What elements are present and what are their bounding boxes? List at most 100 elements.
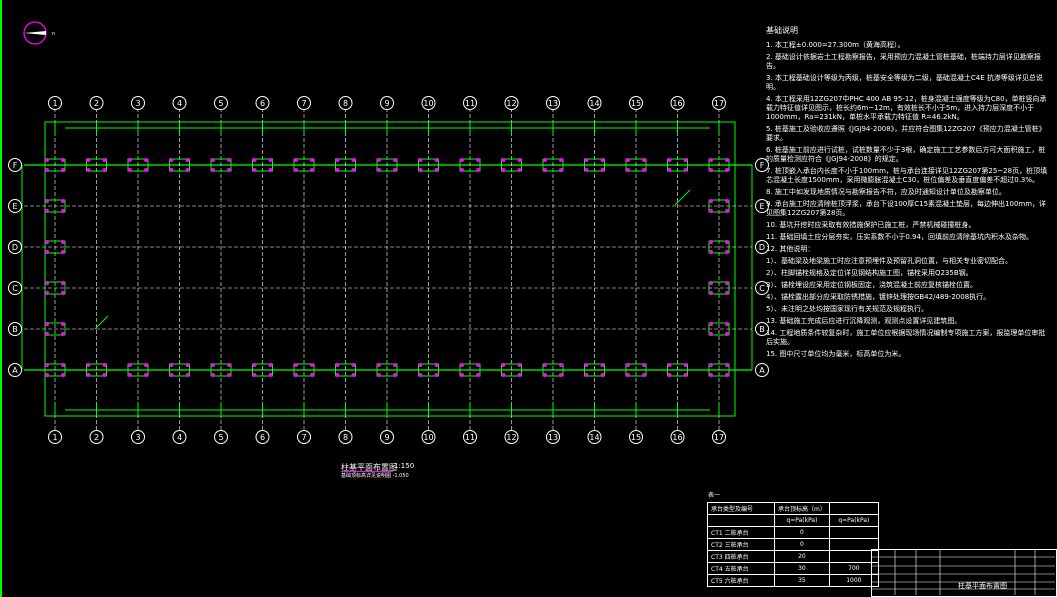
axis-bubble xyxy=(463,430,477,444)
pile-cap xyxy=(293,158,315,172)
plan-subtitle: 基础顶标高详见说明图 -1.050 xyxy=(341,473,409,479)
pile-mark xyxy=(268,158,273,162)
pile-mark xyxy=(294,363,298,367)
pile-mark xyxy=(543,363,547,367)
pile-cap xyxy=(584,363,605,377)
pile-mark xyxy=(709,158,713,162)
table-cell: CT2 三桩承台 xyxy=(707,538,775,551)
axis-bubble xyxy=(89,96,104,110)
axis-bubble xyxy=(380,96,394,110)
pile-mark xyxy=(709,199,713,203)
pile-mark xyxy=(377,363,381,367)
axis-label: 4 xyxy=(177,99,182,108)
axis-bubble xyxy=(755,322,769,336)
pile-mark xyxy=(543,373,547,377)
pile-mark xyxy=(61,373,65,377)
pile-mark xyxy=(185,158,190,162)
pile-mark xyxy=(227,158,231,162)
pile-mark xyxy=(351,158,356,162)
plan-scale: 1:150 xyxy=(394,462,415,470)
pile-mark xyxy=(45,168,49,172)
leader-line xyxy=(674,189,691,206)
pile-mark xyxy=(45,281,49,285)
axis-bubble xyxy=(629,430,643,444)
pile-mark xyxy=(61,291,65,295)
axis-bubble xyxy=(587,430,602,444)
pile-cap xyxy=(293,363,315,377)
pile-mark xyxy=(294,373,298,377)
pile-cap xyxy=(708,199,730,213)
table-cell: 0 xyxy=(774,538,830,551)
axis-bubble xyxy=(8,363,22,377)
pile-mark xyxy=(667,373,672,377)
pile-mark xyxy=(86,158,91,162)
pile-mark xyxy=(144,168,148,172)
pile-mark xyxy=(626,168,630,172)
pile-mark xyxy=(310,363,314,367)
axis-bubble xyxy=(131,430,145,444)
pile-mark xyxy=(725,250,729,254)
axis-label: 10 xyxy=(423,99,433,108)
north-arrow-icon: n xyxy=(23,21,55,45)
pile-mark xyxy=(351,363,356,367)
pile-mark xyxy=(725,199,729,203)
drawing-border-left xyxy=(0,0,2,597)
pile-mark xyxy=(144,158,148,162)
axis-label: 1 xyxy=(52,433,57,442)
pile-mark xyxy=(725,168,729,172)
note-item: 2）、柱脚锚栓规格及定位详见钢结构施工图，锚栓采用Q235B钢。 xyxy=(766,269,973,277)
axis-label: E xyxy=(12,202,17,211)
axis-label: 15 xyxy=(631,99,641,108)
pile-cap xyxy=(210,158,232,172)
pile-mark xyxy=(335,168,340,172)
note-item: 5. 桩基施工及验收应遵照《JGJ94-2008》，并应符合图集12ZG207《… xyxy=(766,125,1046,142)
pile-cap xyxy=(252,363,273,377)
pile-mark xyxy=(144,363,148,367)
axis-label: E xyxy=(759,202,764,211)
table-cell: 20 xyxy=(774,550,830,563)
pile-cap xyxy=(335,158,356,172)
pile-mark xyxy=(460,158,464,162)
axis-bubble xyxy=(755,281,769,295)
pile-mark xyxy=(584,158,589,162)
pile-mark xyxy=(725,332,729,336)
axis-bubble xyxy=(504,96,519,110)
pile-mark xyxy=(418,373,423,377)
axis-bubble xyxy=(8,240,22,254)
pile-cap xyxy=(127,158,149,172)
axis-label: 3 xyxy=(135,433,140,442)
pile-mark xyxy=(600,168,605,172)
pile-cap xyxy=(44,363,66,377)
pile-mark xyxy=(434,158,439,162)
note-item: 5）、未注明之处均按国家现行有关规范及规程执行。 xyxy=(766,305,928,313)
axis-bubble xyxy=(755,363,769,377)
axis-label: 8 xyxy=(343,99,348,108)
axis-label: C xyxy=(12,284,18,293)
note-item: 9. 承台施工时应清除桩顶浮浆，承台下设100厚C15素混凝土垫层，每边伸出10… xyxy=(766,200,1047,217)
pile-mark xyxy=(61,240,65,244)
pile-mark xyxy=(211,363,215,367)
table-cell: 承台顶标高（m） xyxy=(774,502,830,515)
pile-mark xyxy=(667,168,672,172)
pile-mark xyxy=(211,373,215,377)
pile-mark xyxy=(268,373,273,377)
pile-mark xyxy=(294,158,298,162)
axis-bubble xyxy=(670,430,685,444)
axis-label: 5 xyxy=(218,433,223,442)
pile-mark xyxy=(61,158,65,162)
pile-mark xyxy=(476,168,480,172)
note-item: 10. 基坑开挖时应采取有效措施保护已施工桩，严禁机械碰撞桩身。 xyxy=(766,221,976,229)
pile-mark xyxy=(517,373,522,377)
pile-cap xyxy=(44,199,66,213)
axis-label: F xyxy=(760,161,765,170)
pile-mark xyxy=(45,363,49,367)
pile-mark xyxy=(683,363,688,367)
pile-mark xyxy=(460,373,464,377)
pile-mark xyxy=(61,332,65,336)
load-table: 承台类型及编号承台顶标高（m）q=Pa(kPa)q=Pa(kPa)CT1 二桩承… xyxy=(707,502,879,587)
pile-mark xyxy=(128,158,132,162)
pile-mark xyxy=(169,158,174,162)
pile-mark xyxy=(642,168,646,172)
axis-bubble xyxy=(670,96,685,110)
